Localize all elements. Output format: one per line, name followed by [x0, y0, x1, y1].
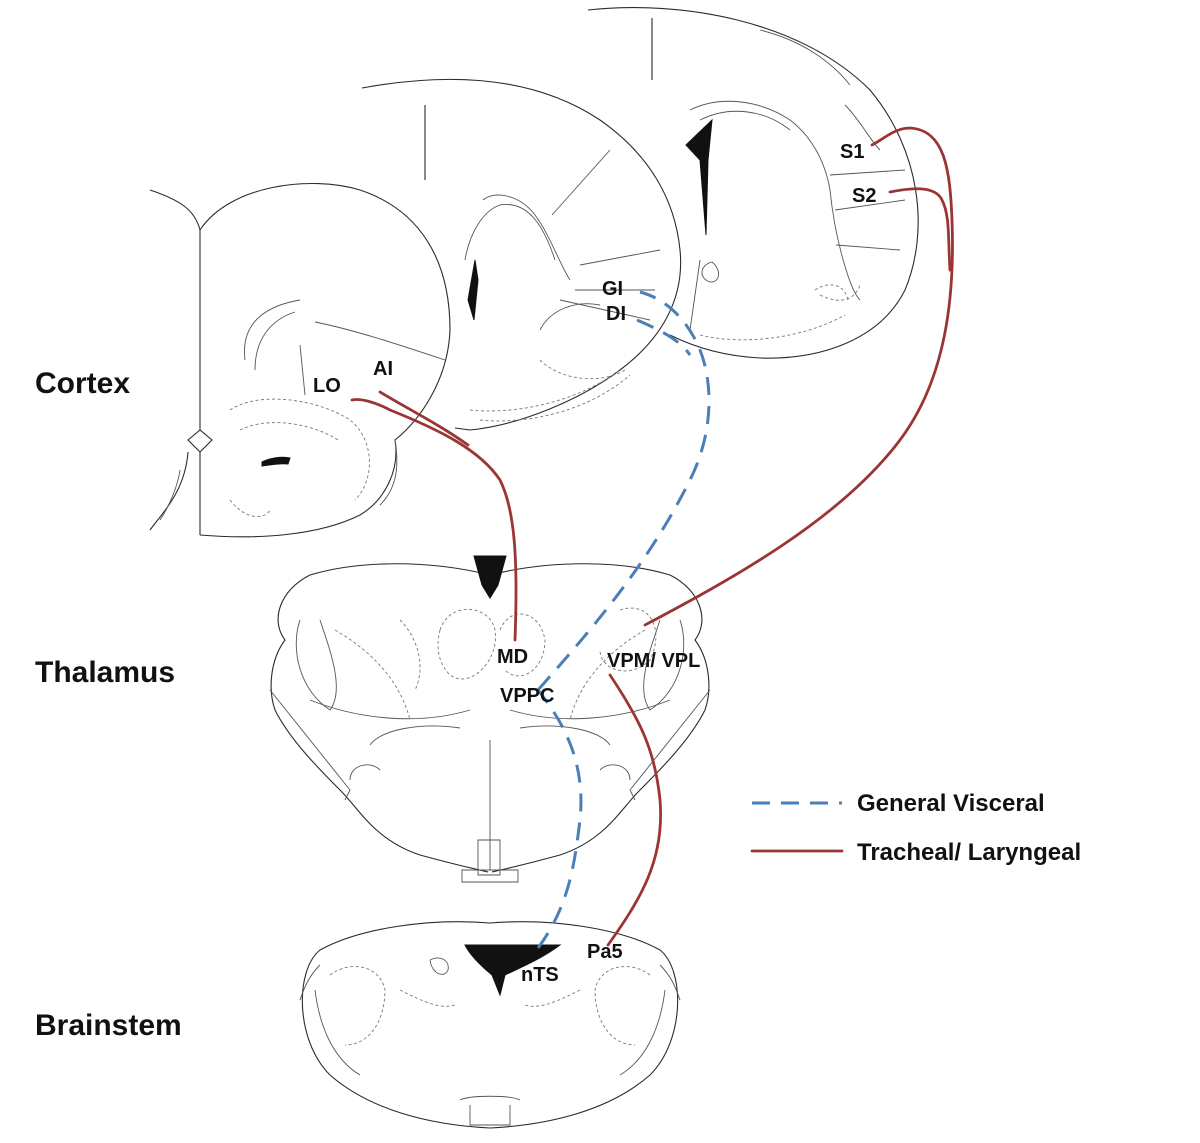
region-label-gi: GI — [602, 278, 623, 300]
legend-tracheal-laryngeal-label: Tracheal/ Laryngeal — [857, 839, 1081, 866]
tracheal-path-md-to-lo — [350, 398, 518, 642]
region-label-md: MD — [497, 646, 528, 668]
tracheal-path-vpm-to-s1 — [643, 126, 954, 627]
visceral-path-di-branch — [636, 318, 692, 356]
tracheal-path-ai-branch — [378, 390, 470, 447]
visceral-path-vppc-to-insula — [536, 290, 711, 691]
region-label-vppc: VPPC — [500, 685, 554, 707]
section-label-cortex: Cortex — [35, 367, 130, 400]
visceral-path-nts-to-vppc — [536, 689, 583, 949]
legend-general-visceral-label: General Visceral — [857, 790, 1045, 817]
section-label-brainstem: Brainstem — [35, 1009, 182, 1042]
region-label-s2: S2 — [852, 185, 876, 207]
cortex-section-middle — [361, 78, 682, 431]
region-label-pa5: Pa5 — [587, 941, 623, 963]
region-label-nts: nTS — [521, 964, 559, 986]
legend: General Visceral Tracheal/ Laryngeal — [750, 790, 1081, 866]
tracheal-path-s2-branch — [888, 187, 952, 272]
brainstem-section — [299, 921, 681, 1129]
cortex-section-anterior — [149, 182, 451, 538]
region-label-vpm-vpl: VPM/ VPL — [607, 650, 700, 672]
thalamus-section — [269, 555, 711, 883]
tracheal-laryngeal-pathway — [350, 126, 954, 947]
region-label-di: DI — [606, 303, 626, 325]
general-visceral-pathway — [536, 290, 711, 949]
region-label-ai: AI — [373, 358, 393, 380]
cortex-section-posterior — [587, 7, 919, 359]
tracheal-path-pa5-to-vpm — [606, 673, 663, 947]
region-label-lo: LO — [313, 375, 341, 397]
section-label-thalamus: Thalamus — [35, 656, 175, 689]
region-label-s1: S1 — [840, 141, 864, 163]
